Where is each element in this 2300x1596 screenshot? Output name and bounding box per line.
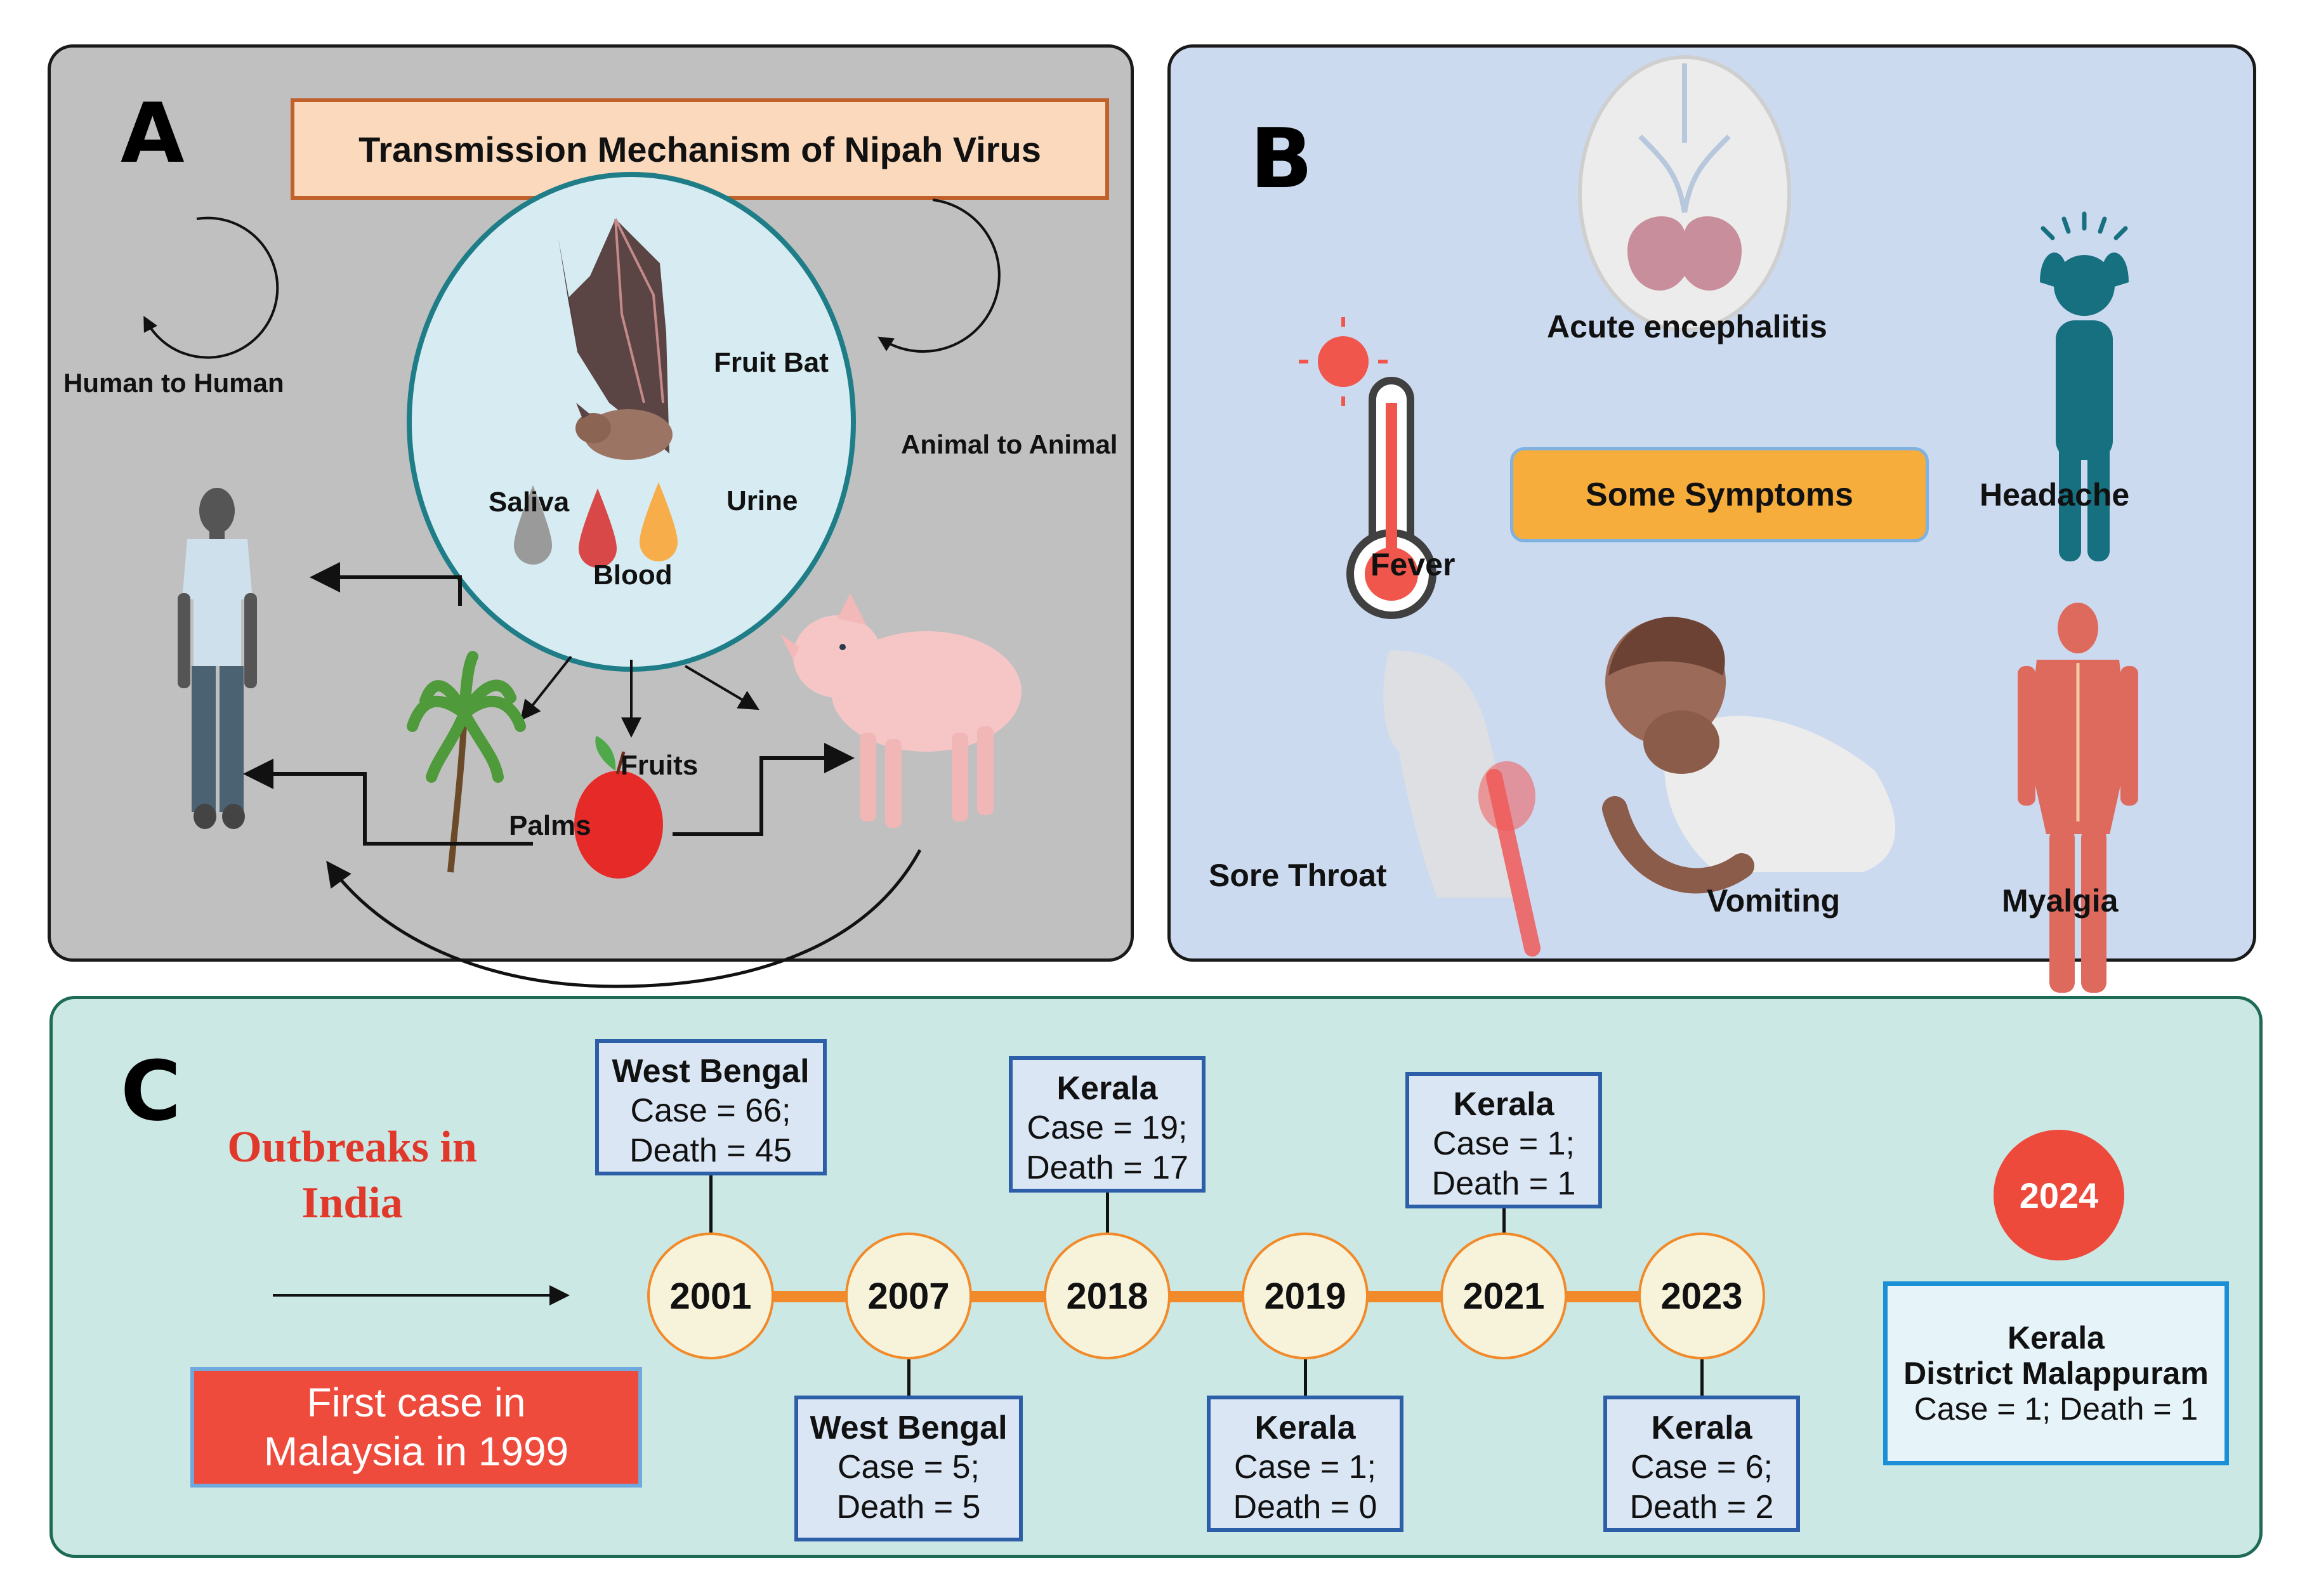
outbreak-case: Case = 5; — [837, 1449, 980, 1486]
heading-line-2: India — [301, 1178, 403, 1227]
year-circle-2019: 2019 — [1242, 1233, 1369, 1359]
myalgia-label: Myalgia — [2002, 883, 2119, 919]
urine-drop-icon — [640, 482, 678, 561]
year-circle-2021: 2021 — [1440, 1233, 1567, 1359]
outbreak-case: Case = 6; — [1630, 1449, 1773, 1486]
year-circle-2007: 2007 — [845, 1233, 972, 1359]
connector-2001 — [709, 1175, 713, 1233]
connector-2018 — [1106, 1193, 1109, 1233]
fever-label: Fever — [1370, 547, 1456, 582]
fruits-label: Fruits — [621, 750, 699, 781]
outbreak-case: Case = 1; — [1432, 1125, 1575, 1163]
animal-to-animal-loop-icon — [877, 199, 1001, 353]
outbreak-place: Kerala — [1651, 1410, 1752, 1446]
acute-encephalitis-label: Acute encephalitis — [1547, 309, 1827, 344]
outbreak-death: Death = 2 — [1629, 1488, 1774, 1526]
headache-label: Headache — [1980, 477, 2130, 513]
blood-drop-icon — [579, 488, 617, 568]
urine-label: Urine — [726, 485, 798, 516]
outbreak-case: Case = 19; — [1027, 1109, 1188, 1147]
connector-2019 — [1304, 1359, 1307, 1396]
outbreak-death: Death = 0 — [1233, 1488, 1377, 1526]
panel-c-letter: C — [121, 1043, 181, 1139]
connector-2007 — [907, 1359, 910, 1396]
fruit-bat-icon — [558, 218, 673, 460]
first-case-malaysia-box: First case in Malaysia in 1999 — [190, 1367, 642, 1488]
blood-label: Blood — [593, 559, 673, 591]
heading-line-1: Outbreaks in — [227, 1123, 477, 1172]
panel-a-transmission: A Transmission Mechanism of Nipah Virus — [48, 44, 1134, 988]
outbreak-place: West Bengal — [810, 1410, 1008, 1446]
outbreak-death: Death = 5 — [836, 1488, 981, 1526]
connector-2023 — [1700, 1359, 1704, 1396]
palm-tree-icon — [407, 651, 526, 873]
outbreak-death: Death = 1 — [1431, 1165, 1576, 1202]
panel-b-illustration — [1299, 55, 2138, 993]
saliva-label: Saliva — [489, 487, 570, 518]
panel-b-letter: B — [1250, 110, 1313, 207]
brain-icon — [1578, 55, 1791, 332]
latest-place: Kerala — [2008, 1320, 2105, 1356]
year-2024-circle: 2024 — [1994, 1130, 2124, 1260]
arrow-palm-to-human — [243, 759, 533, 846]
headache-figure-icon — [2040, 211, 2129, 561]
outbreak-place: Kerala — [1056, 1070, 1158, 1107]
human-to-human-loop-icon — [143, 216, 279, 359]
first-case-line-1: First case in — [306, 1380, 526, 1426]
saliva-drop-icon — [514, 485, 552, 565]
first-case-line-2: Malaysia in 1999 — [263, 1429, 569, 1474]
latest-stats: Case = 1; Death = 1 — [1914, 1391, 2198, 1427]
outbreak-place: West Bengal — [612, 1053, 810, 1090]
thermometer-icon — [1299, 317, 1436, 619]
human-to-human-label: Human to Human — [63, 368, 284, 398]
connector-2021 — [1502, 1208, 1506, 1233]
animal-to-animal-label: Animal to Animal — [901, 429, 1118, 459]
apple-icon — [574, 736, 663, 879]
outbreak-case: Case = 1; — [1233, 1449, 1377, 1486]
arrow-fruit-to-pig — [673, 743, 855, 836]
myalgia-muscle-figure-icon — [2018, 603, 2138, 993]
outbreak-place: Kerala — [1254, 1410, 1356, 1446]
latest-district: District Malappuram — [1903, 1356, 2209, 1391]
year-circle-2001: 2001 — [647, 1233, 774, 1359]
outbreaks-in-india-heading: Outbreaks in India — [174, 1120, 530, 1231]
panel-b-symptoms: B Some Symptoms — [1167, 44, 2256, 993]
transmission-title: Transmission Mechanism of Nipah Virus — [291, 98, 1109, 200]
human-figure-icon — [178, 488, 257, 829]
arrow-pig-to-human — [326, 849, 922, 988]
outbreak-death: Death = 45 — [629, 1132, 792, 1169]
panel-a-illustration — [143, 172, 1022, 988]
pig-icon — [780, 593, 1022, 828]
some-symptoms-box: Some Symptoms — [1510, 447, 1929, 542]
year-2024-info-box: Kerala District Malappuram Case = 1; Dea… — [1883, 1281, 2229, 1465]
vomiting-person-icon — [1602, 617, 1896, 894]
year-circle-2023: 2023 — [1638, 1233, 1765, 1359]
arrow-bat-to-human — [310, 562, 462, 606]
outbreak-case: Case = 66; — [630, 1092, 791, 1130]
panel-a-letter: A — [121, 85, 185, 181]
palms-label: Palms — [509, 810, 591, 841]
arrow-bat-to-pig — [684, 665, 759, 710]
sore-throat-icon — [1383, 650, 1541, 957]
arrow-bat-to-palm — [520, 655, 572, 721]
vomiting-label: Vomiting — [1707, 883, 1841, 919]
outbreak-place: Kerala — [1453, 1086, 1554, 1123]
sore-throat-label: Sore Throat — [1209, 858, 1387, 893]
fruit-bat-label: Fruit Bat — [714, 347, 829, 378]
outbreak-death: Death = 17 — [1026, 1149, 1188, 1186]
year-circle-2018: 2018 — [1044, 1233, 1171, 1359]
